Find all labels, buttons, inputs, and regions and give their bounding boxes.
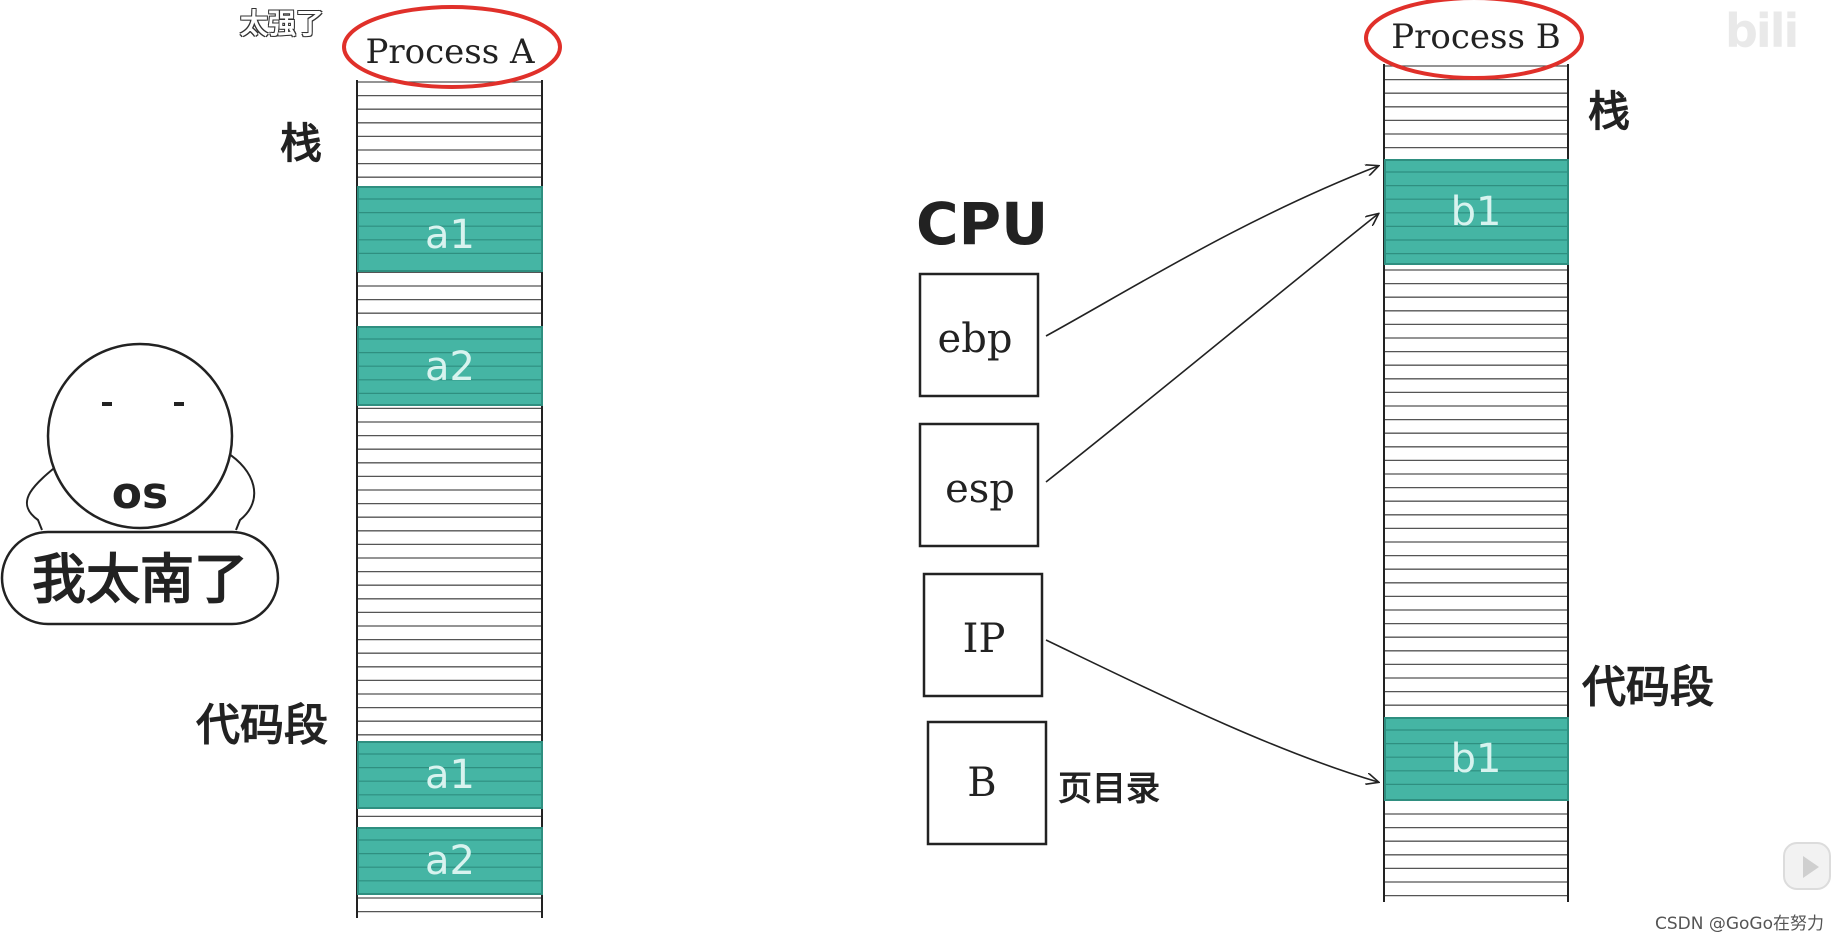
process-a-stack-cell-a2-label: a2 — [425, 344, 475, 390]
csdn-watermark: CSDN @GoGo在努力 — [1654, 914, 1824, 934]
process-b-stack-cell-b1: b1 — [1384, 159, 1569, 265]
process-a-highlight-ring — [342, 5, 562, 89]
process-b-title: Process B — [1391, 17, 1560, 57]
register-ip: IP — [922, 572, 1044, 698]
ip-arrow — [1045, 639, 1378, 782]
esp-arrow — [1045, 214, 1378, 483]
process-a-code-cell-a2-label: a2 — [425, 838, 475, 884]
register-esp: esp — [918, 422, 1040, 548]
process-b-stack-label: 栈 — [1588, 87, 1630, 136]
os-right-arm — [225, 451, 256, 531]
register-ip-label: IP — [963, 616, 1006, 662]
pointer-arrows — [1045, 166, 1378, 782]
process-b-stack-cell-b1-fill — [1384, 159, 1569, 265]
process-a-stack-cell-a1-label: a1 — [425, 212, 475, 258]
process-a-code-cell-a2-fill — [357, 827, 543, 895]
process-a-code-cell-a1: a1 — [357, 741, 543, 809]
register-esp-label: esp — [945, 466, 1015, 512]
process-b-highlight-ring — [1364, 0, 1584, 80]
os-character: os 我太南了 — [0, 342, 280, 626]
cpu: CPU ebp esp IP B 页目录 — [916, 190, 1160, 846]
process-a-stack-cell-a2: a2 — [357, 326, 543, 406]
process-b-code-label: 代码段 — [1581, 662, 1714, 713]
process-a: a1 a2 a1 a2 Process A 栈 代码段 — [195, 5, 562, 918]
os-speech-bubble — [0, 530, 280, 626]
register-b: B — [926, 720, 1048, 846]
play-button[interactable] — [1783, 842, 1831, 890]
process-b-code-cell-b1-label: b1 — [1451, 736, 1502, 782]
process-a-title: Process A — [365, 32, 534, 72]
danmaku-comment: 太强了 — [240, 7, 325, 40]
process-a-code-label: 代码段 — [195, 700, 328, 751]
register-esp-box — [918, 422, 1040, 548]
ebp-arrow — [1045, 166, 1378, 337]
process-b-code-cell-b1: b1 — [1384, 717, 1569, 801]
process-b-stack-cell-b1-label: b1 — [1451, 189, 1502, 235]
cpu-title: CPU — [916, 190, 1048, 258]
os-head — [46, 342, 234, 530]
process-a-code-cell-a2: a2 — [357, 827, 543, 895]
process-a-stack-cell-a1: a1 — [357, 186, 543, 272]
page-directory-label: 页目录 — [1058, 769, 1160, 809]
process-a-code-cell-a1-fill — [357, 741, 543, 809]
register-ip-box — [922, 572, 1044, 698]
register-ebp: ebp — [918, 272, 1040, 398]
process-a-stack-cell-a1-fill — [357, 186, 543, 272]
register-b-box — [926, 720, 1048, 846]
process-a-code-cell-a1-label: a1 — [425, 752, 475, 798]
register-b-label: B — [967, 760, 996, 806]
process-a-stack-label: 栈 — [280, 119, 322, 168]
process-b-code-cell-b1-fill — [1384, 717, 1569, 801]
os-speech-text: 我太南了 — [32, 548, 248, 611]
process-b: b1 b1 Process B 栈 代码段 — [1364, 0, 1714, 902]
register-ebp-label: ebp — [938, 316, 1013, 362]
video-logo-watermark: bili — [1725, 4, 1799, 58]
register-ebp-box — [918, 272, 1040, 398]
os-name: os — [112, 468, 168, 519]
